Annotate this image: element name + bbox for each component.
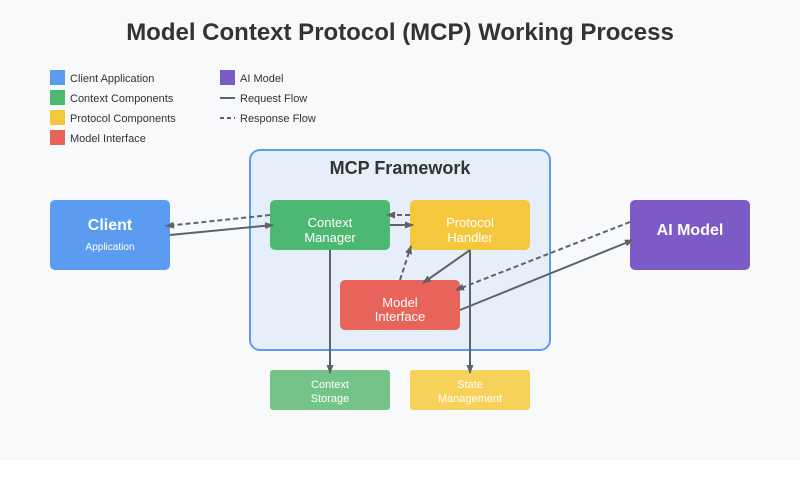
node-state-management-line1: State (457, 379, 483, 391)
node-context-manager-line1: Context (308, 215, 353, 230)
legend: Client Application Context Components Pr… (50, 70, 316, 145)
node-model-interface[interactable]: Model Interface (340, 280, 460, 330)
diagram-svg: Model Context Protocol (MCP) Working Pro… (50, 19, 750, 410)
node-context-storage-box[interactable] (270, 370, 390, 410)
node-model-interface-box[interactable] (340, 280, 460, 330)
legend-swatch-protocol-components (50, 110, 65, 125)
arrow-ai-to-model-interface (455, 221, 631, 291)
legend-label-request-flow: Request Flow (240, 93, 307, 105)
legend-label-response-flow: Response Flow (240, 113, 316, 125)
legend-label-protocol-components: Protocol Components (70, 113, 176, 125)
node-client-title: Client (88, 217, 133, 234)
node-protocol-handler-box[interactable] (410, 200, 530, 250)
node-client[interactable]: Client Application (50, 200, 170, 270)
node-context-manager[interactable]: Context Manager (270, 200, 390, 250)
mcp-framework-title: MCP Framework (330, 158, 472, 178)
node-context-storage-line2: Storage (311, 393, 350, 405)
node-context-manager-box[interactable] (270, 200, 390, 250)
node-protocol-handler[interactable]: Protocol Handler (410, 200, 530, 250)
node-protocol-handler-line2: Handler (447, 230, 493, 245)
node-state-management[interactable]: State Management (410, 370, 530, 410)
arrow-model-interface-to-ai (459, 239, 634, 311)
legend-label-client-application: Client Application (70, 73, 154, 85)
legend-label-context-components: Context Components (70, 93, 174, 105)
arrow-client-to-context (169, 222, 274, 236)
legend-swatch-model-interface (50, 130, 65, 145)
legend-swatch-client-application (50, 70, 65, 85)
legend-label-ai-model: AI Model (240, 73, 283, 85)
node-model-interface-line2: Interface (375, 309, 426, 324)
diagram-canvas: Model Context Protocol (MCP) Working Pro… (50, 19, 750, 410)
node-context-manager-line2: Manager (304, 230, 356, 245)
node-context-storage-line1: Context (311, 379, 349, 391)
arrows (165, 211, 634, 374)
arrow-context-to-client (165, 214, 271, 229)
node-protocol-handler-line1: Protocol (446, 215, 494, 230)
node-state-management-box[interactable] (410, 370, 530, 410)
node-context-storage[interactable]: Context Storage (270, 370, 390, 410)
legend-label-model-interface: Model Interface (70, 133, 146, 145)
node-model-interface-line1: Model (382, 295, 418, 310)
legend-swatch-context-components (50, 90, 65, 105)
node-ai-model-title: AI Model (657, 222, 724, 239)
diagram-title: Model Context Protocol (MCP) Working Pro… (126, 19, 674, 46)
node-ai-model[interactable]: AI Model (630, 200, 750, 270)
arrow-model-interface-to-protocol (399, 245, 412, 281)
node-client-box[interactable] (50, 200, 170, 270)
node-ai-model-box[interactable] (630, 200, 750, 270)
node-state-management-line2: Management (438, 393, 502, 405)
legend-swatch-ai-model (220, 70, 235, 85)
node-client-subtitle: Application (86, 242, 135, 253)
arrow-protocol-to-model-interface (422, 249, 471, 284)
